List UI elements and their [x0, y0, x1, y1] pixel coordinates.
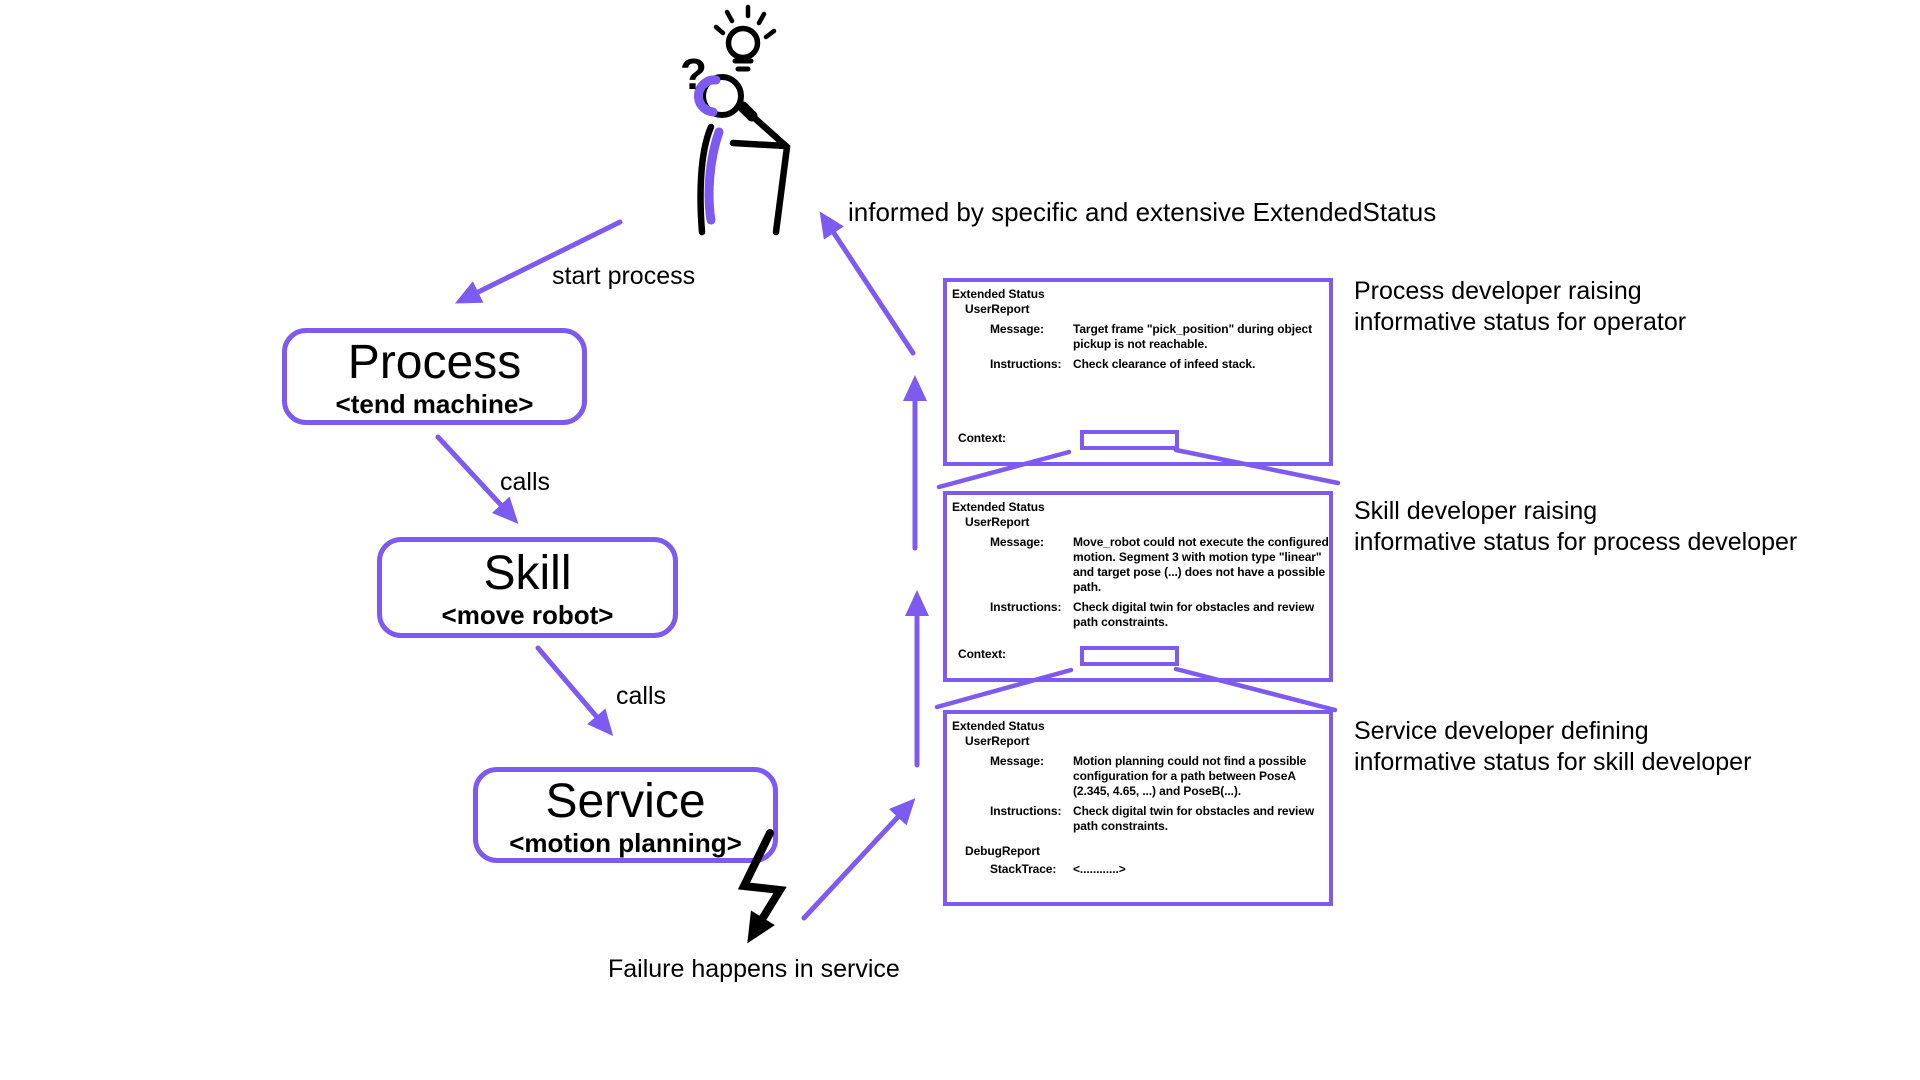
skill-node-title: Skill: [483, 547, 572, 600]
process-node-subtitle: <tend machine>: [335, 389, 534, 420]
instructions-row: Instructions: Check digital twin for obs…: [952, 804, 1323, 834]
start-process-label: start process: [552, 262, 696, 290]
user-report-section: UserReport: [965, 302, 1030, 316]
person-body-accent: [704, 127, 724, 225]
instructions-value: Check digital twin for obstacles and rev…: [1073, 600, 1315, 629]
instructions-label: Instructions:: [990, 804, 1062, 818]
arrow-status-to-operator: [819, 211, 916, 356]
skill-node: Skill <move robot>: [377, 537, 678, 638]
person-body-line: [697, 123, 715, 236]
message-value: Target frame "pick_position" during obje…: [1073, 322, 1312, 351]
message-label: Message:: [990, 535, 1044, 549]
stacktrace-row: StackTrace: <............>: [952, 862, 1323, 877]
service-node: Service <motion planning>: [473, 767, 778, 863]
informed-by-extendedstatus-label: informed by specific and extensive Exten…: [848, 197, 1437, 227]
user-report-section: UserReport: [965, 734, 1030, 748]
message-label: Message:: [990, 322, 1044, 336]
context-zoom-rect: [1080, 646, 1179, 666]
context-zoom-rect: [1080, 430, 1179, 450]
person-arm: [729, 139, 790, 150]
arrow-failure-to-status: [801, 798, 916, 921]
stacktrace-value: <............>: [1073, 862, 1126, 876]
context-row: Context:: [958, 430, 1323, 450]
question-mark: ?: [680, 50, 707, 99]
person-head: [700, 74, 744, 118]
context-label: Context:: [958, 431, 1006, 445]
message-row: Message: Motion planning could not find …: [952, 754, 1323, 799]
annotation-line: Service developer defining: [1354, 717, 1649, 745]
context-row: Context:: [958, 646, 1323, 666]
process-node: Process <tend machine>: [282, 328, 587, 425]
annotation-skill-developer: Skill developer raising informative stat…: [1354, 496, 1797, 558]
annotation-line: informative status for skill developer: [1354, 748, 1752, 776]
person-head-accent: [694, 75, 721, 117]
context-label: Context:: [958, 647, 1006, 661]
arrow-calls-skill-service: [535, 645, 614, 737]
annotation-line: informative status for operator: [1354, 308, 1687, 336]
user-report-section: UserReport: [965, 515, 1030, 529]
instructions-label: Instructions:: [990, 600, 1062, 614]
extended-status-box-service: Extended Status UserReport Message: Moti…: [943, 710, 1333, 906]
bulb-rays: [713, 4, 777, 40]
annotation-line: Process developer raising: [1354, 277, 1642, 305]
instructions-row: Instructions: Check digital twin for obs…: [952, 600, 1323, 630]
instructions-value: Check digital twin for obstacles and rev…: [1073, 804, 1315, 833]
annotation-line: Skill developer raising: [1354, 497, 1598, 525]
instructions-value: Check clearance of infeed stack.: [1073, 357, 1256, 371]
instructions-row: Instructions: Check clearance of infeed …: [952, 357, 1323, 372]
lightbulb-icon: [713, 4, 777, 72]
message-value: Move_robot could not execute the configu…: [1073, 535, 1329, 594]
stacktrace-label: StackTrace:: [990, 862, 1057, 876]
failure-happens-label: Failure happens in service: [608, 955, 900, 983]
annotation-process-developer: Process developer raising informative st…: [1354, 276, 1686, 338]
bulb-glass: [725, 25, 761, 61]
message-row: Message: Move_robot could not execute th…: [952, 535, 1329, 595]
person-hand: [737, 101, 758, 122]
status-box-header: Extended Status: [952, 500, 1045, 514]
extended-status-box-process: Extended Status UserReport Message: Targ…: [943, 278, 1333, 466]
calls-label-process-skill: calls: [500, 468, 551, 496]
debug-report-section: DebugReport: [965, 844, 1040, 858]
status-box-header: Extended Status: [952, 719, 1045, 733]
message-row: Message: Target frame "pick_position" du…: [952, 322, 1323, 352]
message-value: Motion planning could not find a possibl…: [1073, 754, 1307, 798]
skill-node-subtitle: <move robot>: [441, 600, 614, 631]
person-front-line: [746, 110, 791, 236]
calls-label-skill-service: calls: [616, 682, 667, 710]
annotation-service-developer: Service developer defining informative s…: [1354, 716, 1751, 778]
annotation-line: informative status for process developer: [1354, 528, 1798, 556]
service-node-title: Service: [545, 775, 706, 828]
instructions-label: Instructions:: [990, 357, 1062, 371]
thinking-person-icon: [694, 74, 791, 236]
message-label: Message:: [990, 754, 1044, 768]
status-box-header: Extended Status: [952, 287, 1045, 301]
process-node-title: Process: [347, 336, 522, 389]
service-node-subtitle: <motion planning>: [509, 828, 742, 859]
extended-status-box-skill: Extended Status UserReport Message: Move…: [943, 491, 1333, 682]
